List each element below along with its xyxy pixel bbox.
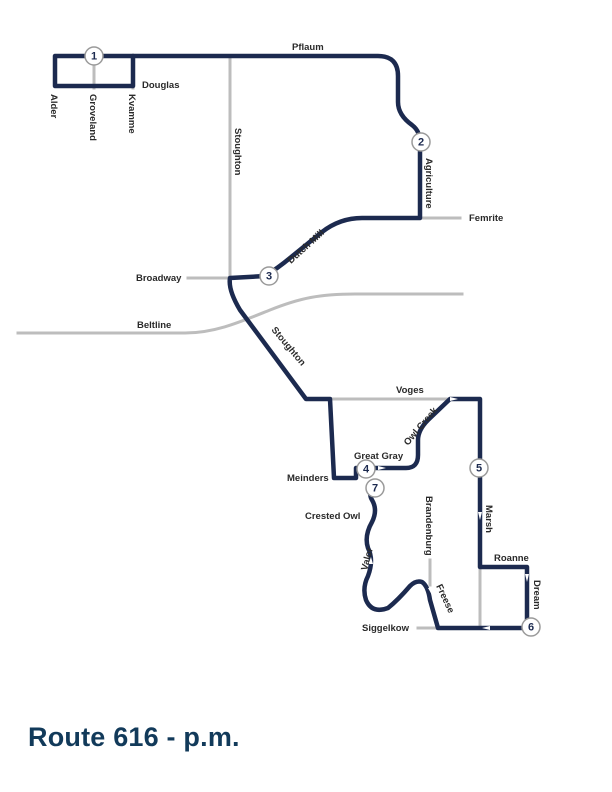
stop-5[interactable]: 5 bbox=[469, 458, 489, 478]
label-dream: Dream bbox=[531, 580, 542, 610]
stop-2[interactable]: 2 bbox=[411, 132, 431, 152]
label-alder: Alder bbox=[48, 94, 59, 119]
label-agriculture: Agriculture bbox=[423, 158, 434, 209]
label-femrite: Femrite bbox=[469, 213, 503, 224]
stop-7[interactable]: 7 bbox=[365, 478, 385, 498]
direction-arrow-voges bbox=[450, 397, 458, 401]
stop-6-number: 6 bbox=[528, 622, 534, 634]
label-freese: Freese bbox=[433, 583, 456, 615]
label-beltline: Beltline bbox=[137, 320, 171, 331]
label-douglas: Douglas bbox=[142, 80, 179, 91]
direction-arrow-dream bbox=[525, 574, 529, 582]
label-brandenburg: Brandenburg bbox=[423, 496, 434, 556]
direction-arrow-valor bbox=[368, 557, 373, 564]
label-stoughton-north: Stoughton bbox=[232, 128, 243, 176]
label-voges: Voges bbox=[396, 385, 424, 396]
stop-1[interactable]: 1 bbox=[84, 46, 104, 66]
route-main-line bbox=[130, 53, 530, 631]
label-roanne: Roanne bbox=[494, 553, 529, 564]
direction-arrow-siggelkow bbox=[482, 626, 490, 630]
street-beltline-line bbox=[16, 292, 464, 335]
stop-3[interactable]: 3 bbox=[259, 266, 279, 286]
label-owl-creek: Owl Creek bbox=[402, 405, 441, 448]
label-crested-owl: Crested Owl bbox=[305, 511, 360, 522]
stop-5-number: 5 bbox=[476, 463, 482, 475]
route-title: Route 616 - p.m. bbox=[28, 722, 240, 752]
label-kvamme: Kvamme bbox=[126, 94, 137, 134]
label-groveland: Groveland bbox=[87, 94, 98, 141]
direction-arrow-great-gray bbox=[378, 466, 386, 470]
label-pflaum: Pflaum bbox=[292, 42, 324, 53]
stop-4-number: 4 bbox=[363, 464, 370, 476]
stop-1-number: 1 bbox=[91, 51, 97, 63]
stop-3-number: 3 bbox=[266, 271, 272, 283]
label-marsh: Marsh bbox=[483, 505, 494, 533]
label-broadway: Broadway bbox=[136, 273, 182, 284]
route-loop-north bbox=[52, 53, 136, 89]
stops: 1 2 3 4 5 6 7 bbox=[84, 46, 541, 637]
stop-4[interactable]: 4 bbox=[356, 459, 376, 479]
side-streets bbox=[16, 54, 482, 630]
direction-arrow-freese bbox=[428, 587, 434, 595]
label-dutch-mill: Dutch Mill bbox=[286, 228, 327, 267]
label-great-gray: Great Gray bbox=[354, 451, 404, 462]
stop-6[interactable]: 6 bbox=[521, 617, 541, 637]
label-siggelkow: Siggelkow bbox=[362, 623, 410, 634]
stop-7-number: 7 bbox=[372, 483, 378, 495]
label-valor: Valor bbox=[359, 546, 376, 572]
street-labels: Pflaum Douglas Alder Groveland Kvamme St… bbox=[48, 42, 542, 634]
label-stoughton-south: Stoughton bbox=[269, 325, 308, 369]
label-meinders: Meinders bbox=[287, 473, 329, 484]
direction-arrow-marsh bbox=[478, 512, 482, 520]
stop-2-number: 2 bbox=[418, 137, 424, 149]
